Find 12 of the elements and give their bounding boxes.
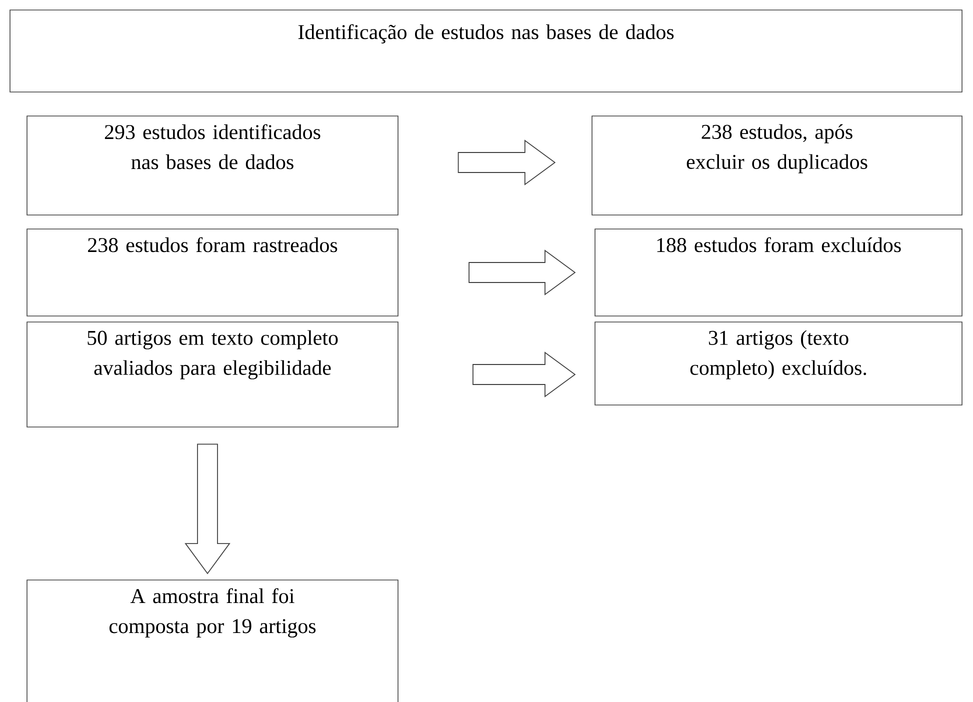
process-box: 188 estudos foram excluídos (594, 228, 962, 316)
block-arrow (458, 140, 556, 186)
process-box: A amostra final foi composta por 19 artigos (26, 580, 398, 702)
process-box: 238 estudos foram rastreados (26, 228, 398, 316)
process-box: 293 estudos identificados nas bases de dados (26, 116, 398, 216)
block-arrow (472, 352, 576, 398)
block-arrow (468, 250, 576, 296)
process-box: 31 artigos (texto completo) excluídos. (594, 322, 962, 406)
block-arrow (184, 444, 230, 574)
process-box: 238 estudos, após excluir os duplicados (592, 116, 962, 216)
title-box: Identificação de estudos nas bases de dados (10, 10, 962, 92)
process-box: 50 artigos em texto completo avaliados para elegibilidade (26, 322, 398, 428)
